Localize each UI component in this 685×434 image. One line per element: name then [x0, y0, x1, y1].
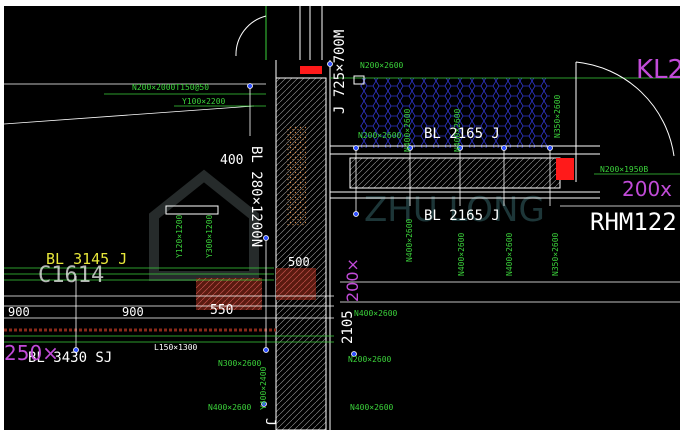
- label-y300-1200: Y300×1200: [205, 214, 214, 258]
- cad-canvas: ZHU LONG: [4, 6, 680, 430]
- label-200x: 200x: [622, 177, 672, 201]
- label-c1614: C1614: [38, 263, 104, 288]
- small-box-2: [353, 75, 365, 85]
- label-n400-c: N400×2600: [405, 218, 414, 262]
- label-2105: 2105: [340, 310, 356, 344]
- watermark-text: ZHU LONG: [364, 190, 545, 230]
- watermark-logo: ZHU LONG: [149, 169, 545, 281]
- label-400: 400: [220, 153, 243, 168]
- vertical-wall: [265, 6, 331, 430]
- label-y100-2200: Y100×2200: [182, 97, 226, 106]
- label-j-bottom: J B: [262, 418, 277, 430]
- label-n400-2600-low: N400×2600: [354, 309, 398, 318]
- red-marker-top: [300, 66, 322, 74]
- label-n400-2600-bot2: N400×2600: [350, 403, 394, 412]
- label-rhm122: RHM122: [590, 208, 677, 236]
- label-bl-3145: BL 3145 J: [46, 250, 127, 268]
- label-n200-1950: N200×1950B: [600, 165, 648, 174]
- upper-left-lines: [4, 83, 266, 125]
- brick-zone-2: [276, 268, 316, 300]
- label-500: 500: [288, 255, 310, 269]
- label-n300-2600: N300×2600: [218, 359, 262, 368]
- label-bl2165-top: BL 2165 J: [424, 126, 500, 142]
- label-l150-1300: L150×1300: [154, 343, 198, 352]
- label-y120-1200: Y120×1200: [175, 214, 184, 258]
- label-900b: 900: [122, 305, 144, 319]
- lower-slab: [4, 281, 680, 319]
- label-250x: 250×: [4, 341, 59, 365]
- brick-zone: [196, 278, 262, 310]
- small-box: [165, 205, 219, 215]
- red-marker-right: [556, 158, 574, 180]
- label-n400-d: N400×2600: [457, 232, 466, 276]
- door-swing-top: [235, 15, 267, 57]
- label-n200-2600-top: N200×2600: [360, 61, 404, 70]
- label-200x-vertical: 200×: [343, 258, 362, 302]
- label-kl22: KL22: [636, 55, 680, 85]
- label-bl-2800: BL 280×1200N: [248, 146, 264, 247]
- label-n200-2000: N200×2000T150@50: [132, 83, 209, 92]
- lower-slab-green: [4, 267, 334, 343]
- label-bl-3430: BL 3430 SJ: [28, 350, 112, 366]
- door-swing-right: [575, 61, 675, 182]
- label-bl2165-mid: BL 2165 J: [424, 208, 500, 224]
- label-n350-a: N350×2600: [553, 94, 562, 138]
- label-y400-2400: Y400×2400: [259, 366, 268, 410]
- label-bl-vertical-top: J 725×700M: [332, 30, 348, 114]
- label-900a: 900: [8, 305, 30, 319]
- label-n400-2600-bot: N400×2600: [208, 403, 252, 412]
- label-n200-2600-low: N200×2600: [348, 355, 392, 364]
- label-n400-b: N400×2600: [453, 108, 462, 152]
- hex-hatched-area: [360, 78, 550, 148]
- label-n400-a: N400×2600: [403, 108, 412, 152]
- label-n200-2600-mid: N200×2600: [358, 131, 402, 140]
- label-n400-e: N400×2600: [505, 232, 514, 276]
- label-550: 550: [210, 303, 233, 318]
- cad-drawing-viewport: ZHU LONG: [4, 6, 680, 430]
- label-n350-b: N350×2600: [551, 232, 560, 276]
- rebar-markers: [73, 61, 553, 407]
